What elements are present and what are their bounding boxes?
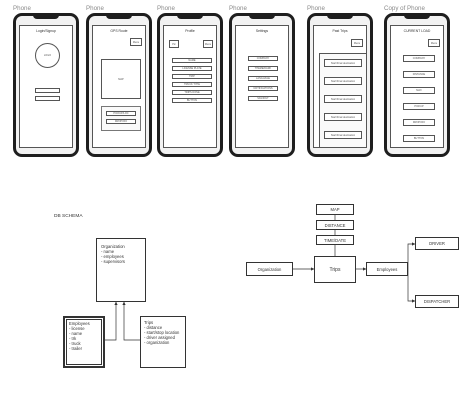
trips-entity-title: Trips <box>144 320 154 325</box>
menu-button[interactable]: Menu <box>130 38 142 46</box>
username-field[interactable] <box>35 88 60 93</box>
phone-login-frame: Login/Signup LOGO <box>13 13 79 157</box>
screen-title: Login/Signup <box>36 29 56 33</box>
phone-settings-screen: Settings COMPANY THEME/DARK LANGUAGE NOT… <box>235 25 289 148</box>
flow-trips-node: Trips <box>314 256 356 283</box>
flow-driver-node: DRIVER <box>415 237 459 250</box>
phone-current-load-screen: CURRENT LOAD Menu COMPANY DISTANCE MAX P… <box>390 25 444 148</box>
phone-gps-frame: GPS Route Menu MAP PICKUP/LOC DROPOFF <box>86 13 152 157</box>
flow-map-node: MAP <box>316 204 354 215</box>
load-dropoff: DROPOFF <box>403 119 435 126</box>
employees-to-dispatcher-arrow <box>407 269 416 303</box>
trip-item[interactable]: Start/Final destination <box>324 131 362 139</box>
menu-button[interactable]: Menu <box>428 39 440 47</box>
employees-field: - trailer <box>69 346 83 351</box>
employees-field: - name <box>69 331 83 336</box>
phone-notch <box>249 16 275 19</box>
profile-button[interactable]: BUTTON <box>172 98 212 103</box>
trips-field: - organization <box>144 340 170 345</box>
trips-field: - driver assigned <box>144 335 175 340</box>
flow-organization-node: Organization <box>246 262 293 276</box>
phone-6-label: Copy of Phone <box>384 5 425 12</box>
screen-title: Profile <box>185 29 195 33</box>
map-placeholder: MAP <box>101 59 141 99</box>
profile-name: NAME <box>172 58 212 63</box>
employees-entity: Employees - license - name - trk - truck… <box>63 316 105 368</box>
profile-trips-done: TRIPS DONE <box>172 90 212 95</box>
screen-title: CURRENT LOAD <box>403 29 431 33</box>
phone-notch <box>33 16 59 19</box>
trip-item[interactable]: Start/Final destination <box>324 59 362 67</box>
route-panel: PICKUP/LOC DROPOFF <box>101 106 141 131</box>
phone-3-label: Phone <box>157 5 175 12</box>
phone-notch <box>327 16 353 19</box>
phone-notch <box>404 16 430 19</box>
profile-license-plate: LICENSE PLATE <box>172 66 212 71</box>
settings-notifications[interactable]: NOTIFICATIONS <box>248 86 278 91</box>
phone-profile-frame: Profile Pic Menu NAME LICENSE PLATE TRIP… <box>157 13 223 157</box>
trips-entity: Trips - distance - start/stop location -… <box>140 316 186 368</box>
flow-employees-node: Employees <box>366 262 408 276</box>
profile-trip: TRIP <box>172 74 212 79</box>
trips-to-organization-arrow <box>122 301 140 341</box>
db-schema-title: DB SCHEMA <box>54 214 83 219</box>
flow-timedate-node: TIME/DATE <box>316 235 354 245</box>
load-pickup: PICKUP <box>403 103 435 110</box>
phone-notch <box>106 16 132 19</box>
trips-list: Start/Final destination Start/Final dest… <box>319 53 367 148</box>
settings-language[interactable]: LANGUAGE <box>248 76 278 81</box>
flow-distance-node: DISTANCE <box>316 220 354 230</box>
screen-title: Past Trips <box>332 29 348 33</box>
organization-field: - supervisors <box>101 259 125 264</box>
flow-dispatcher-node: DISPATCHER <box>415 295 459 308</box>
employees-entity-title: Employees <box>69 321 90 326</box>
phone-2-label: Phone <box>86 5 104 12</box>
password-field[interactable] <box>35 96 60 101</box>
load-max: MAX <box>403 87 435 94</box>
phone-1-label: Phone <box>13 5 31 12</box>
settings-theme[interactable]: THEME/DARK <box>248 66 278 71</box>
organization-entity-title: Organization <box>101 244 125 249</box>
employees-field: - license <box>69 326 85 331</box>
phone-settings-frame: Settings COMPANY THEME/DARK LANGUAGE NOT… <box>229 13 295 157</box>
dropoff-location[interactable]: DROPOFF <box>106 119 136 124</box>
settings-company[interactable]: COMPANY <box>248 56 278 61</box>
employees-entity-inner-border <box>66 319 102 365</box>
employees-to-driver-arrow <box>407 242 416 269</box>
phone-past-trips-frame: Past Trips Menu Start/Final destination … <box>307 13 373 157</box>
phone-4-label: Phone <box>229 5 247 12</box>
phone-login-screen: Login/Signup LOGO <box>19 25 73 148</box>
phone-notch <box>177 16 203 19</box>
employees-field: - trk <box>69 336 77 341</box>
load-company: COMPANY <box>403 55 435 62</box>
logo-placeholder: LOGO <box>35 43 60 68</box>
profile-picture[interactable]: Pic <box>169 40 179 48</box>
organization-field: - employees <box>101 254 124 259</box>
trips-field: - start/stop location <box>144 330 180 335</box>
phone-profile-screen: Profile Pic Menu NAME LICENSE PLATE TRIP… <box>163 25 217 148</box>
phone-gps-screen: GPS Route Menu MAP PICKUP/LOC DROPOFF <box>92 25 146 148</box>
pickup-location[interactable]: PICKUP/LOC <box>106 111 136 116</box>
phone-5-label: Phone <box>307 5 325 12</box>
organization-field: - name <box>101 249 115 254</box>
settings-signout[interactable]: SIGNOUT <box>248 96 278 101</box>
phone-past-trips-screen: Past Trips Menu Start/Final destination … <box>313 25 367 148</box>
trip-item[interactable]: Start/Final destination <box>324 113 362 121</box>
trip-item[interactable]: Start/Final destination <box>324 77 362 85</box>
load-button[interactable]: BUTTON <box>403 135 435 142</box>
menu-button[interactable]: Menu <box>203 40 213 48</box>
load-distance: DISTANCE <box>403 71 435 78</box>
trip-item[interactable]: Start/Final destination <box>324 95 362 103</box>
screen-title: Settings <box>255 29 269 33</box>
phone-current-load-frame: CURRENT LOAD Menu COMPANY DISTANCE MAX P… <box>384 13 450 157</box>
trips-field: - distance <box>144 325 163 330</box>
organization-entity: Organization - name - employees - superv… <box>96 238 146 302</box>
screen-title: GPS Route <box>110 29 128 33</box>
profile-truck-type: TRUCK TYPE <box>172 82 212 87</box>
menu-button[interactable]: Menu <box>351 39 363 47</box>
employees-field: - truck <box>69 341 81 346</box>
